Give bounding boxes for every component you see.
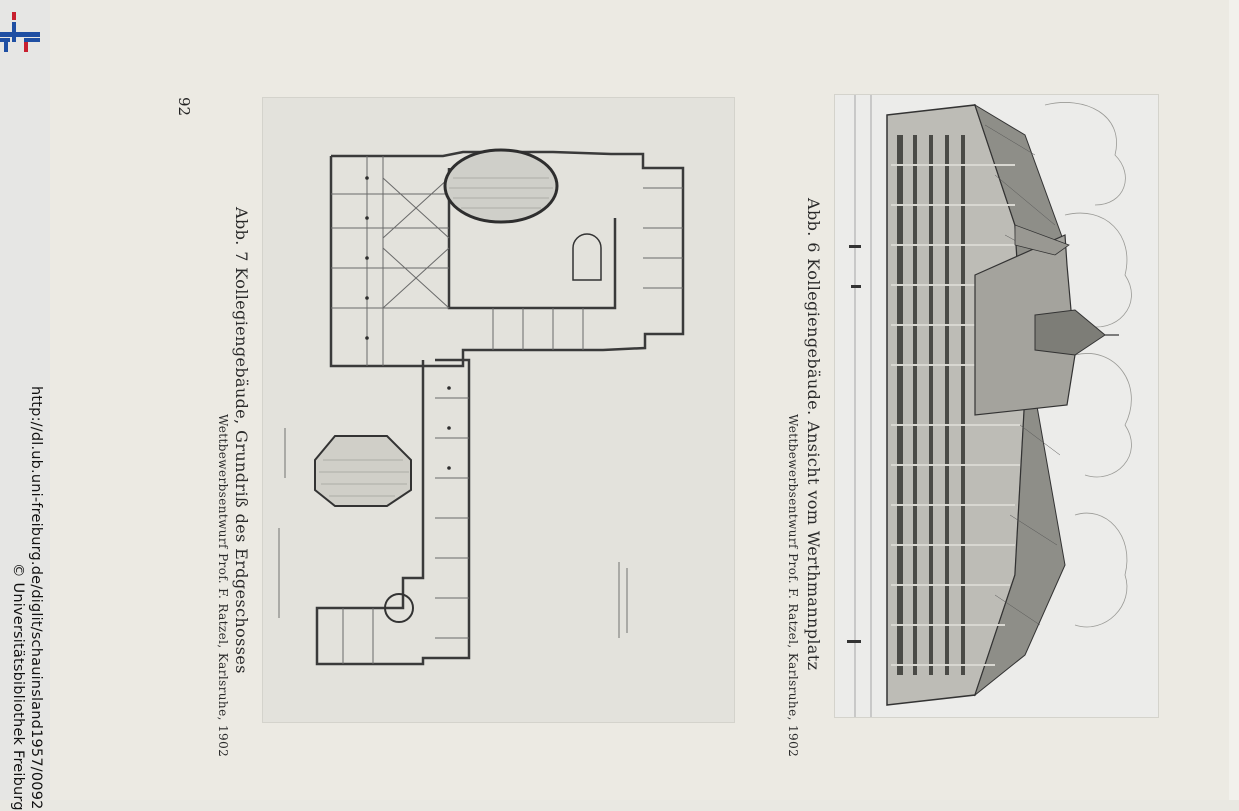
figure-7-credit: Wettbewerbsentwurf Prof. F. Ratzel, Karl… bbox=[216, 414, 230, 758]
figure-7-caption: Abb. 7 Kollegiengebäude, Grundriß des Er… bbox=[232, 207, 251, 674]
figure-6-caption: Abb. 6 Kollegiengebäude. Ansicht vom Wer… bbox=[804, 198, 823, 671]
viewer-sidebar: http://dl.ub.uni-freiburg.de/diglit/scha… bbox=[0, 0, 50, 811]
copyright-notice: © Universitätsbibliothek Freiburg bbox=[10, 563, 26, 811]
page-number: 92 bbox=[175, 97, 193, 117]
figure-6-credit: Wettbewerbsentwurf Prof. F. Ratzel, Karl… bbox=[786, 414, 800, 758]
building-view-plate bbox=[834, 94, 1159, 718]
page-edge bbox=[1229, 0, 1239, 800]
source-url[interactable]: http://dl.ub.uni-freiburg.de/diglit/scha… bbox=[28, 386, 44, 810]
floor-plan-plate bbox=[262, 97, 735, 723]
building-elevation-drawing bbox=[847, 95, 1132, 717]
library-logo-icon[interactable] bbox=[0, 8, 44, 52]
floor-plan-drawing bbox=[278, 148, 685, 666]
